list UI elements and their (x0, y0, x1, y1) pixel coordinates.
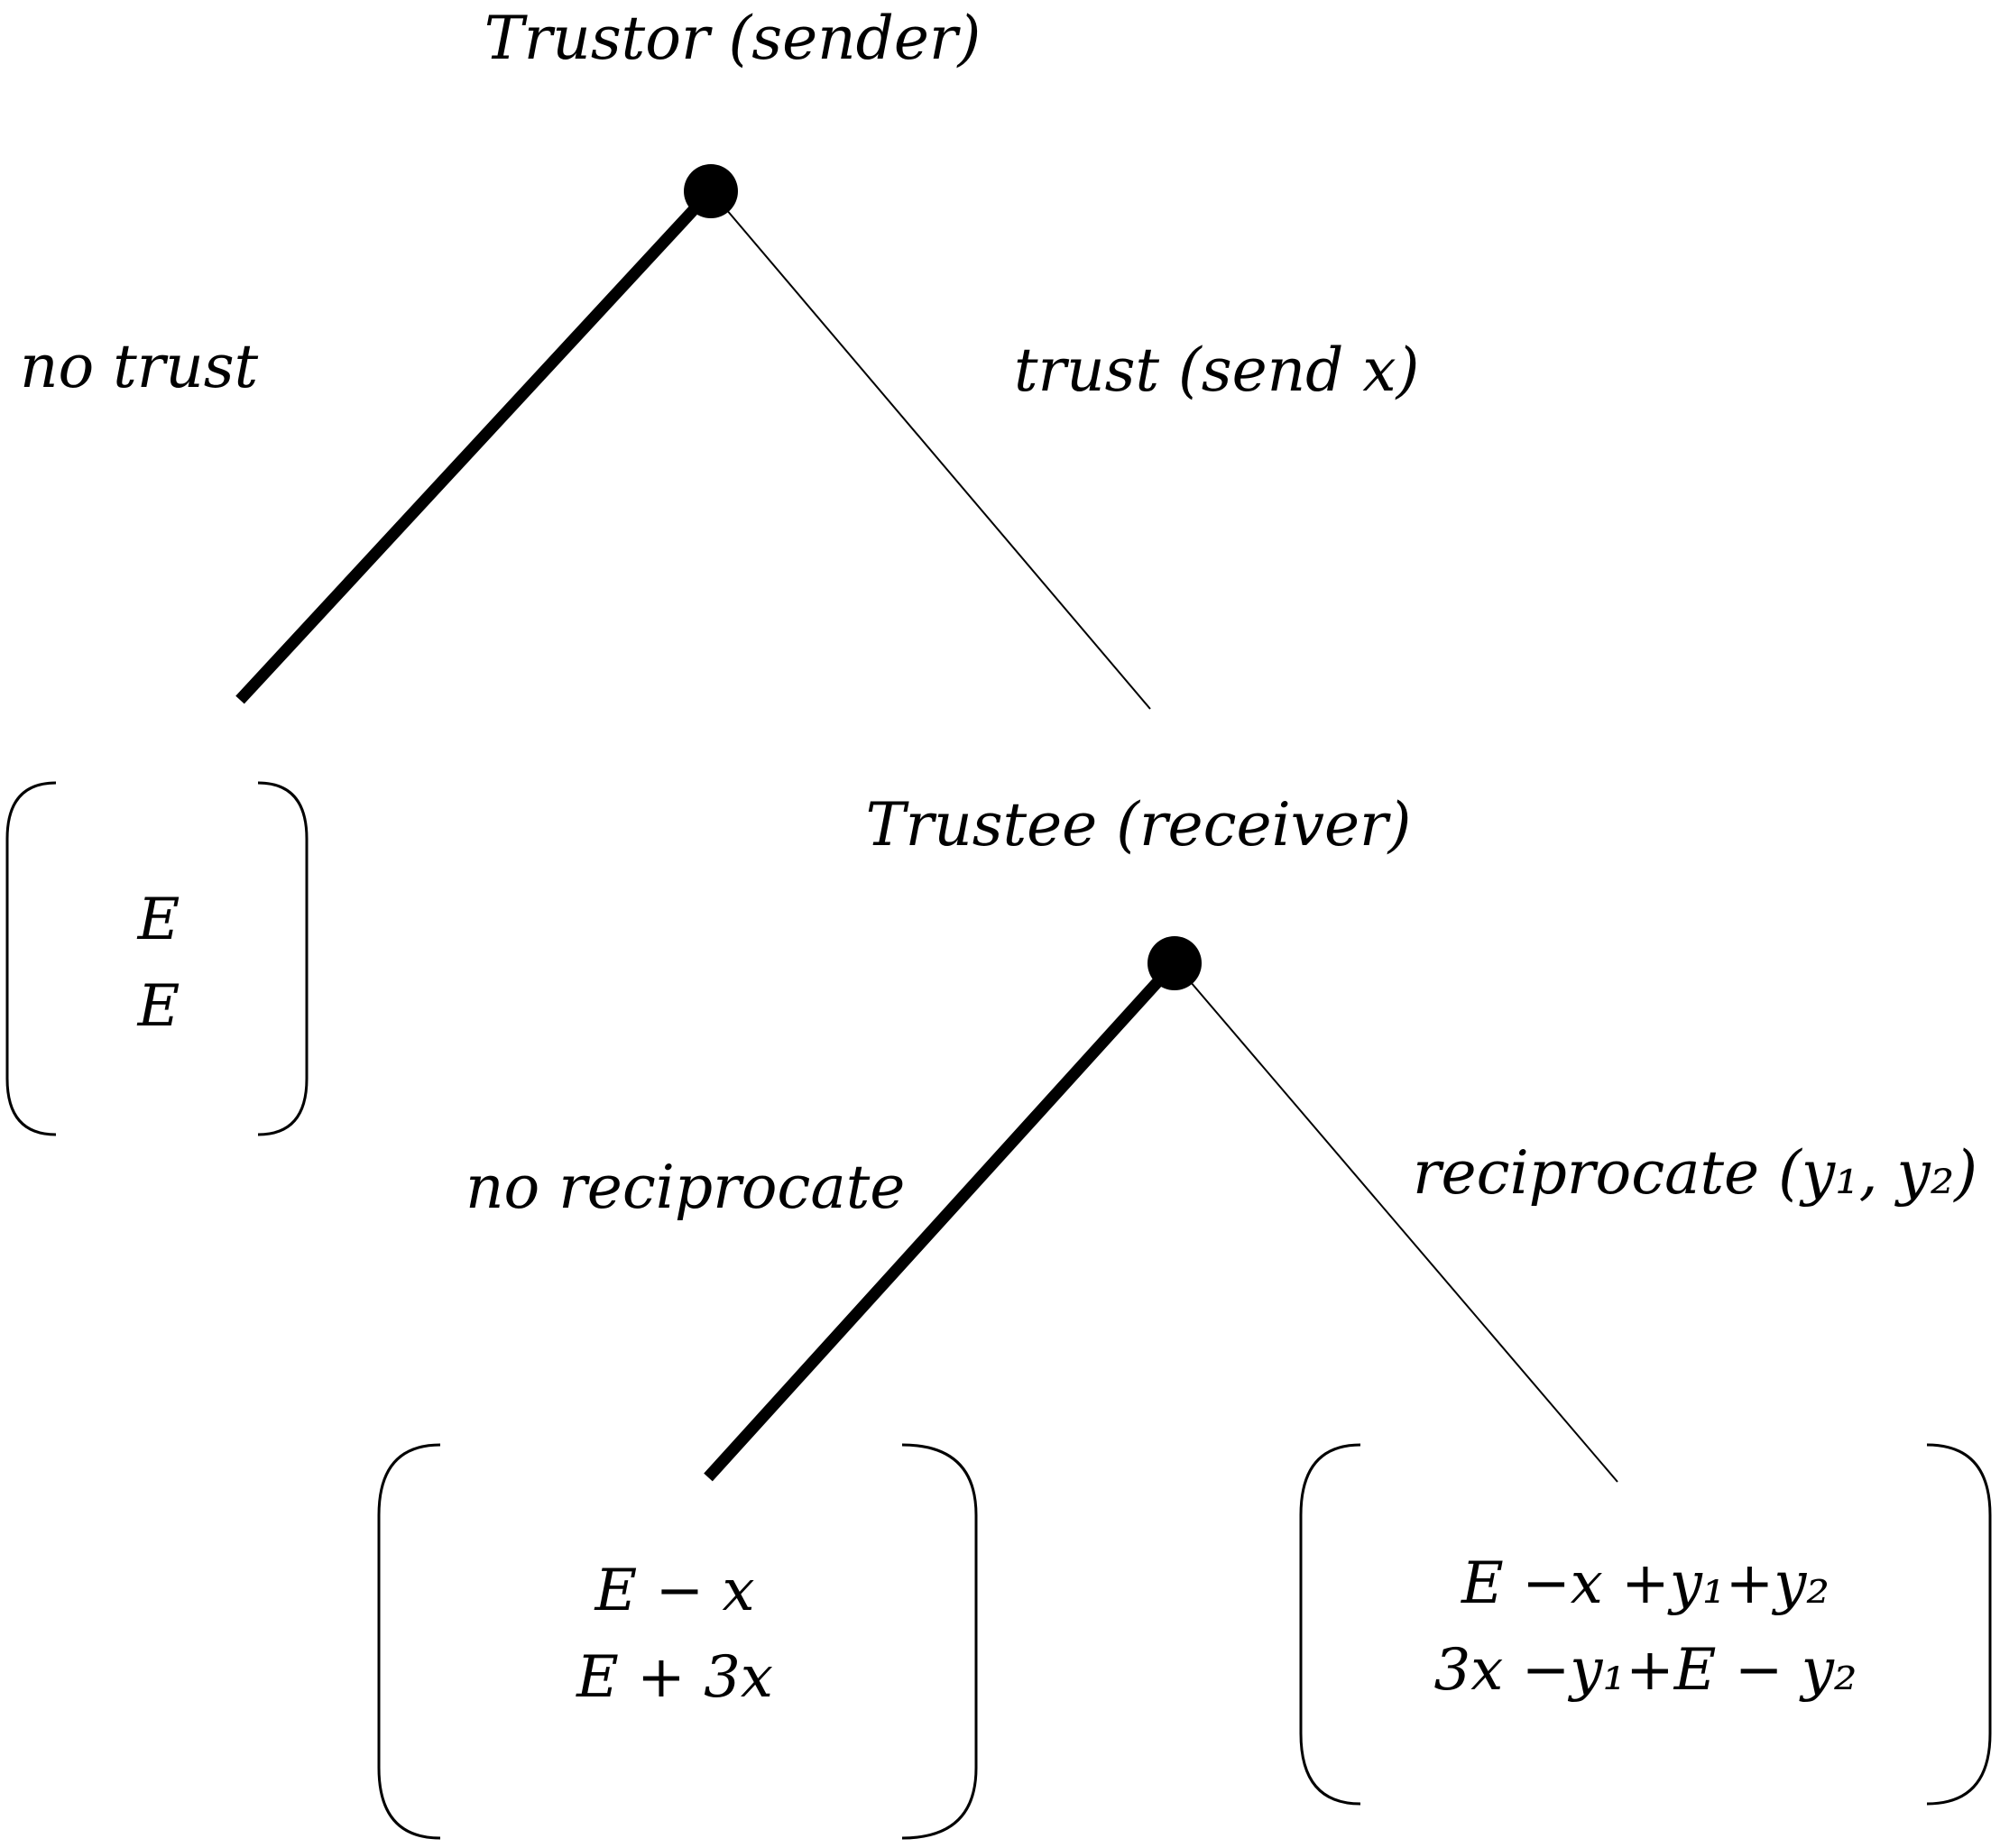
bracket-left-no-trust (5, 781, 57, 1136)
payoff-no-trust-trustee: E (137, 973, 180, 1040)
payoff-reciprocate-trustee: 3x −y₁+E − y₂ (1433, 1637, 1857, 1704)
payoff-no-reciprocate: E − x E + 3x (576, 1548, 773, 1721)
edge-reciprocate (1174, 962, 1618, 1483)
edge-trust (710, 190, 1151, 710)
payoff-no-trust-trustor: E (137, 887, 180, 953)
trustor-label: Trustor (sender) (484, 4, 982, 73)
trustor-node (684, 164, 738, 218)
action-reciprocate-label: reciprocate (y₁, y₂) (1413, 1138, 1978, 1208)
trustee-label: Trustee (receiver) (865, 790, 1412, 860)
payoff-no-trust: E E (138, 877, 180, 1050)
bracket-left-reciprocate (1299, 1443, 1361, 1806)
bracket-right-no-reciprocate (901, 1443, 978, 1840)
payoff-reciprocate-trustor: E −x +y₁+y₂ (1461, 1550, 1829, 1617)
edge-no-trust (235, 187, 715, 704)
payoff-reciprocate: E −x +y₁+y₂ 3x −y₁+E − y₂ (1433, 1540, 1857, 1714)
payoff-no-reciprocate-trustor: E − x (594, 1558, 755, 1624)
action-no-trust-label: no trust (20, 332, 259, 401)
edge-no-reciprocate (704, 959, 1179, 1482)
payoff-no-reciprocate-trustee: E + 3x (576, 1644, 773, 1711)
action-trust-label: trust (send x) (1014, 336, 1420, 405)
trustee-node (1147, 936, 1202, 990)
bracket-right-reciprocate (1926, 1443, 1992, 1806)
bracket-left-no-reciprocate (377, 1443, 441, 1840)
action-no-reciprocate-label: no reciprocate (465, 1153, 906, 1222)
bracket-right-no-trust (257, 781, 309, 1136)
